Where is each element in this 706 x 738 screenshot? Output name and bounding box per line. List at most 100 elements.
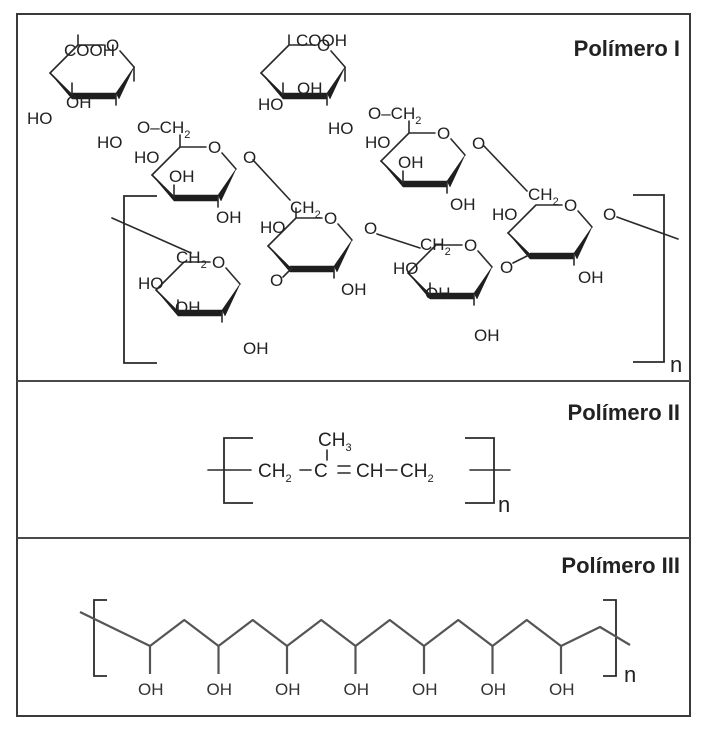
ch2-label: CH2 xyxy=(528,185,559,208)
ring-bond xyxy=(119,50,135,68)
cooh-label: COOH xyxy=(296,31,347,50)
glycosidic-oxygen: O xyxy=(364,219,377,238)
right-bracket xyxy=(633,194,665,363)
ring-back-bond xyxy=(155,261,211,291)
repeat-n: n xyxy=(498,492,510,517)
chain-bond-left xyxy=(111,217,192,254)
glycosidic-oxygen: O xyxy=(243,148,256,167)
panel-title: Polímero I xyxy=(574,36,680,61)
glycosidic-bond xyxy=(252,159,291,201)
bond xyxy=(282,267,293,278)
oh-label: OH xyxy=(425,284,451,303)
bold-front-bond xyxy=(173,194,219,202)
ring-back-bond xyxy=(507,204,563,234)
ho-label: HO xyxy=(328,119,354,138)
right-bracket xyxy=(603,599,617,677)
ring-oxygen: O xyxy=(564,196,577,215)
cooh-label: COOH xyxy=(64,41,115,60)
sugar-ring-7: O xyxy=(155,253,241,323)
glycosidic-oxygen: O xyxy=(500,258,513,277)
repeat-n: n xyxy=(670,352,682,377)
outer-frame xyxy=(16,13,691,717)
ether-label: O–CH2 xyxy=(368,104,421,127)
glycosidic-oxygen: O xyxy=(603,205,616,224)
ch2-group-1: CH2 xyxy=(258,461,292,485)
ring-oxygen: O xyxy=(317,36,330,55)
oh-label: OH xyxy=(450,195,476,214)
sugar-ring-3: O xyxy=(151,134,237,208)
ring-bond xyxy=(337,223,353,241)
ring-oxygen: O xyxy=(106,36,119,55)
oh-label: OH xyxy=(169,167,195,186)
ch2-label: CH2 xyxy=(290,198,321,221)
ring-bond xyxy=(225,267,241,285)
ring-oxygen: O xyxy=(464,236,477,255)
carbon-atom: C xyxy=(314,461,328,482)
wedge-bond xyxy=(221,283,241,317)
oh-label: OH xyxy=(175,298,201,317)
ho-label: HO xyxy=(258,95,284,114)
hydroxyl-label: OH xyxy=(412,680,438,699)
oh-label: OH xyxy=(243,339,269,358)
glycosidic-bond xyxy=(376,233,421,249)
wedge-bond xyxy=(573,226,593,260)
wedge-bond xyxy=(473,266,493,300)
panel-title: Polímero III xyxy=(561,553,680,578)
repeat-n: n xyxy=(624,662,636,687)
sugar-ring-5: O xyxy=(267,207,353,279)
wedge-bond xyxy=(217,168,237,202)
oh-label: OH xyxy=(66,93,92,112)
methyl-group: CH3 xyxy=(318,430,352,454)
hydroxyl-label: OH xyxy=(275,680,301,699)
hydroxyl-label: OH xyxy=(549,680,575,699)
oh-label: OH xyxy=(578,268,604,287)
ho-label: HO xyxy=(260,218,286,237)
left-bracket xyxy=(93,599,107,677)
bold-front-bond xyxy=(529,252,575,260)
ring-oxygen: O xyxy=(212,253,225,272)
ho-label: HO xyxy=(492,205,518,224)
wedge-bond xyxy=(446,154,466,188)
ch2-label: CH2 xyxy=(420,235,451,258)
ring-bond xyxy=(330,50,346,68)
ho-label: HO xyxy=(97,133,123,152)
ch2-label: CH2 xyxy=(176,248,207,271)
sugar-ring-4: O xyxy=(380,120,466,194)
chain-bond-right xyxy=(616,216,679,240)
hydroxyl-label: OH xyxy=(344,680,370,699)
ho-label: HO xyxy=(27,109,53,128)
wedge-bond xyxy=(267,245,291,273)
left-bracket xyxy=(123,195,157,364)
sugar-rings: O O O O O O O O xyxy=(49,34,593,323)
ch-group: CH xyxy=(356,461,383,482)
ho-label: HO xyxy=(365,133,391,152)
wedge-bond xyxy=(326,66,346,100)
bold-front-bond xyxy=(402,180,448,188)
ring-oxygen: O xyxy=(208,138,221,157)
ho-label: HO xyxy=(138,274,164,293)
sugar-ring-8: O xyxy=(407,236,493,306)
glycosidic-bond xyxy=(483,145,528,192)
ring-back-bond xyxy=(407,244,463,274)
ring-bond xyxy=(577,210,593,228)
ring-oxygen: O xyxy=(324,209,337,228)
ring-bond xyxy=(450,138,466,156)
oh-label: OH xyxy=(474,326,500,345)
bold-front-bond xyxy=(289,265,335,273)
hydroxyl-label: OH xyxy=(481,680,507,699)
wedge-bond xyxy=(507,232,531,260)
ring-oxygen: O xyxy=(437,124,450,143)
wedge-bond xyxy=(115,66,135,100)
oh-label: OH xyxy=(398,153,424,172)
polymer-1-labels: COOHOHHOHOO–CH2COOHOHHOHOO–CH2HOOHOHOHOO… xyxy=(27,31,679,358)
glycosidic-oxygen: O xyxy=(270,271,283,290)
oh-label: OH xyxy=(216,208,242,227)
oh-label: OH xyxy=(297,79,323,98)
hydroxyl-label: OH xyxy=(207,680,233,699)
glycosidic-oxygen: O xyxy=(472,134,485,153)
sugar-ring-6: O xyxy=(507,196,593,266)
ho-label: HO xyxy=(393,259,419,278)
